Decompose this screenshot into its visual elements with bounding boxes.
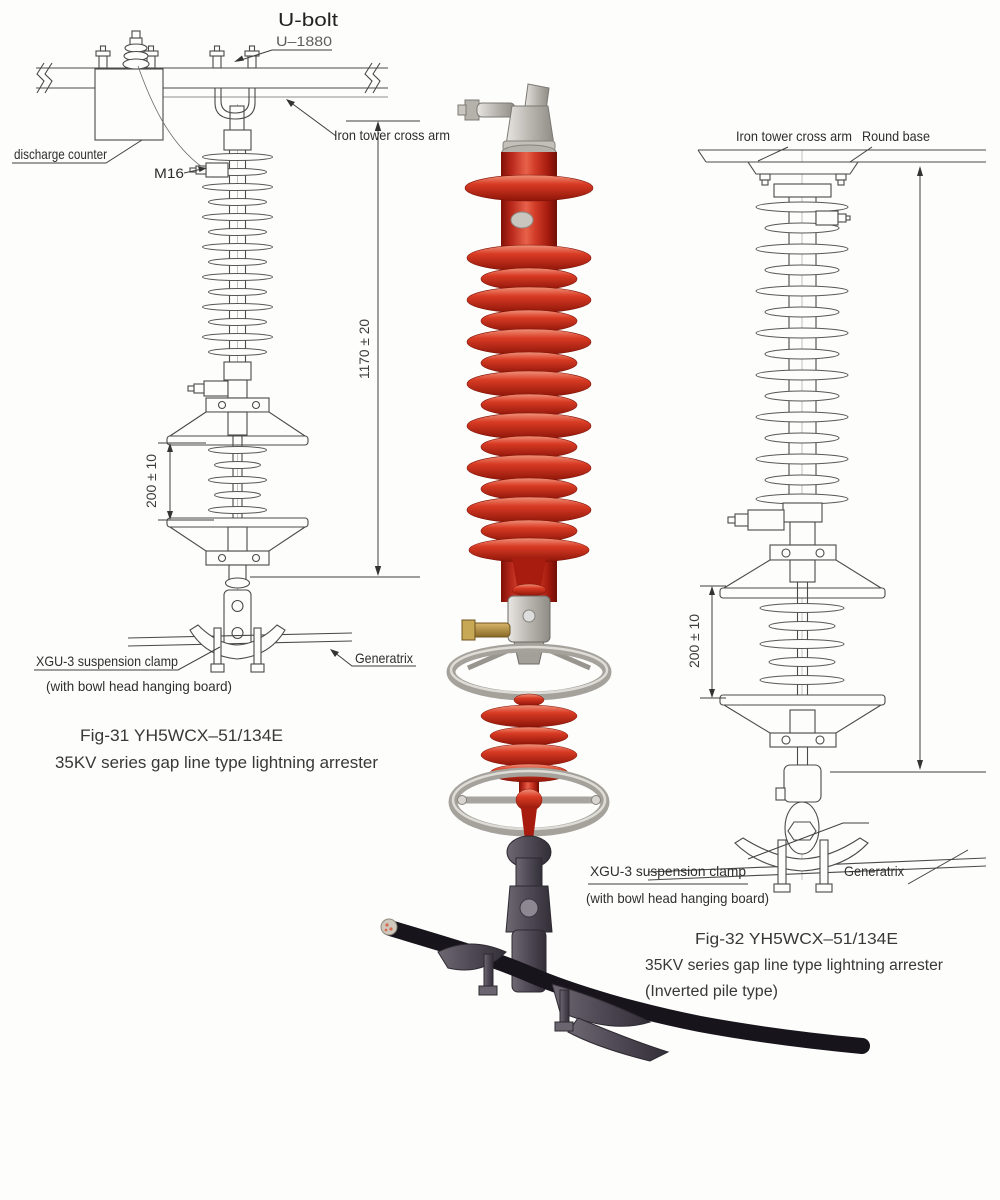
fig32-top-flange <box>773 183 832 198</box>
fig32-label-clamp: XGU-3 suspension clamp <box>590 863 746 879</box>
fig32-round-base <box>746 161 860 186</box>
fig31-lower-arc-plate <box>166 517 309 566</box>
fig32-suspension-clamp <box>647 837 987 893</box>
photo-nameplate <box>510 211 534 229</box>
fig31-label-clamp: XGU-3 suspension clamp <box>36 653 178 669</box>
photo-body-taper <box>512 558 546 586</box>
fig32-line-terminal <box>727 509 785 531</box>
fig32-leaders <box>588 146 969 885</box>
fig32-caption-line1: Fig-32 YH5WCX–51/134E <box>695 931 898 948</box>
fig32-upper-arc-plate <box>719 544 886 599</box>
fig32-label-round-base: Round base <box>862 128 930 144</box>
fig31-label-clamp-note: (with bowl head hanging board) <box>46 678 232 694</box>
fig31-bottom-hardware <box>223 564 252 649</box>
fig31-caption: Fig-31 YH5WCX–51/134E 35KV series gap li… <box>55 727 379 772</box>
fig32-lower-arc-plate <box>719 694 886 748</box>
photo-top-fitting <box>457 83 557 160</box>
fig31-gap-insulator <box>208 435 267 520</box>
fig31-leaders <box>12 49 416 671</box>
photo-lower-taper <box>521 808 537 840</box>
fig31-label-cross-arm: Iron tower cross arm <box>334 127 450 143</box>
fig31-label-u-model: U–1880 <box>276 33 332 49</box>
fig31-counter-lead-wire <box>137 65 203 168</box>
fig32-cross-arm <box>697 149 986 163</box>
fig32-caption: Fig-32 YH5WCX–51/134E 35KV series gap li… <box>645 931 943 1000</box>
fig32-label-cross-arm: Iron tower cross arm <box>736 128 852 144</box>
fig31-dim-overall-label: 1170 ± 20 <box>357 319 372 379</box>
fig32-label-clamp-note: (with bowl head hanging board) <box>586 890 769 906</box>
arrester-photo <box>380 83 870 1062</box>
fig31-discharge-counter <box>94 30 203 168</box>
photo-shed-stack <box>464 174 594 563</box>
fig31-arm-bolt <box>95 45 111 69</box>
fig31-arrester-column <box>187 129 273 399</box>
fig32-shed-stack <box>755 201 849 505</box>
fig31-label-generatrix: Generatrix <box>355 650 413 666</box>
fig32-dim-overall <box>830 166 986 773</box>
fig32-bottom-cap <box>782 502 823 523</box>
fig32-clevis <box>783 764 822 803</box>
fig31-u-bolt <box>209 45 260 133</box>
fig32-hex-bolt <box>787 821 817 841</box>
fig31-label-discharge-counter: discharge counter <box>14 146 107 162</box>
fig31-line-terminal <box>187 379 248 399</box>
fig32-arrester-column <box>727 183 851 546</box>
fig32-bottom-hardware <box>775 746 822 855</box>
fig31-caption-line1: Fig-31 YH5WCX–51/134E <box>80 727 283 745</box>
fig31-counter-bushing <box>122 30 150 70</box>
fig32-caption-line3: (Inverted pile type) <box>645 983 778 1000</box>
fig31-label-u-bolt: U-bolt <box>278 10 338 30</box>
photo-red-bulb <box>515 788 543 812</box>
fig32-caption-line2: 35KV series gap line type lightning arre… <box>645 957 943 974</box>
fig31-dim-gap: 200 ± 10 <box>144 442 214 521</box>
fig31-cross-arm <box>36 62 388 98</box>
fig32-gap-insulator <box>759 582 845 710</box>
fig32-dim-gap: 200 ± 10 <box>687 585 726 699</box>
fig31-clevis <box>223 589 252 649</box>
fig32-drawing: 200 ± 10 Iron tower cross arm Round base… <box>586 128 987 1000</box>
fig31-bottom-fitting <box>223 361 252 381</box>
photo-cable-cut-end <box>380 918 398 936</box>
fig31-upper-arc-plate <box>166 397 309 446</box>
fig31-dim-gap-label: 200 ± 10 <box>144 454 159 508</box>
fig32-side-terminal <box>815 210 851 226</box>
fig31-drawing: 1170 ± 20 200 ± 10 U-bolt U–1880 Iron to… <box>12 10 450 772</box>
fig32-dim-gap-label: 200 ± 10 <box>687 614 702 668</box>
fig32-label-generatrix: Generatrix <box>844 863 904 879</box>
fig32-hub <box>789 521 816 546</box>
fig31-dim-overall: 1170 ± 20 <box>250 120 420 578</box>
fig31-top-fitting <box>223 129 252 151</box>
fig31-label-m16: M16 <box>154 165 184 181</box>
fig31-caption-line2: 35KV series gap line type lightning arre… <box>55 754 379 772</box>
photo-bottom-clamp <box>380 835 870 1062</box>
